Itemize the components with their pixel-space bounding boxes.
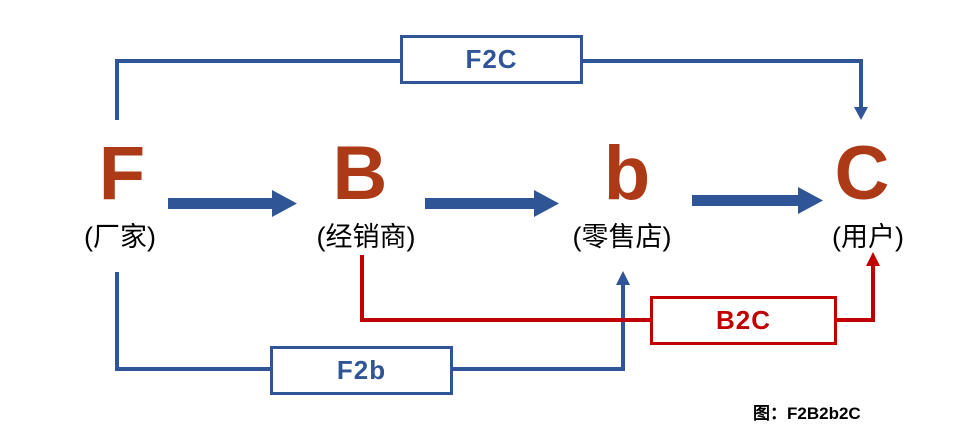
node-letter-b-small: b xyxy=(603,131,651,216)
b2c-connector-line xyxy=(360,255,875,322)
node-letter-f: F xyxy=(98,131,146,216)
f2b-label: F2b xyxy=(336,355,387,385)
b2c-label-box: B2C xyxy=(650,296,837,345)
node-label-factory: (厂家) xyxy=(84,222,156,252)
arrow-right-icon xyxy=(272,190,297,217)
node-label-user: (用户) xyxy=(832,222,904,252)
arrow-right-icon xyxy=(798,187,823,214)
b2c-label: B2C xyxy=(715,305,771,335)
f2c-arrow-down-icon xyxy=(854,107,868,120)
f2c-label-box: F2C xyxy=(400,35,583,84)
node-label-retail: (零售店) xyxy=(572,222,672,252)
flow-arrow-b2-to-c xyxy=(692,187,823,214)
f2b-arrow-up-icon xyxy=(616,271,630,285)
b2c-arrow-up-icon xyxy=(866,252,880,266)
flow-arrow-b-to-b2 xyxy=(425,190,559,217)
figure-caption: 图：F2B2b2C xyxy=(753,404,861,423)
flow-arrow-f-to-b xyxy=(168,190,297,217)
node-label-distributor: (经销商) xyxy=(316,222,416,252)
node-letter-b-big: B xyxy=(332,131,388,216)
f2b-label-box: F2b xyxy=(270,346,453,395)
node-letter-c: C xyxy=(834,131,890,216)
f2c-label: F2C xyxy=(465,44,518,74)
arrow-right-icon xyxy=(534,190,559,217)
